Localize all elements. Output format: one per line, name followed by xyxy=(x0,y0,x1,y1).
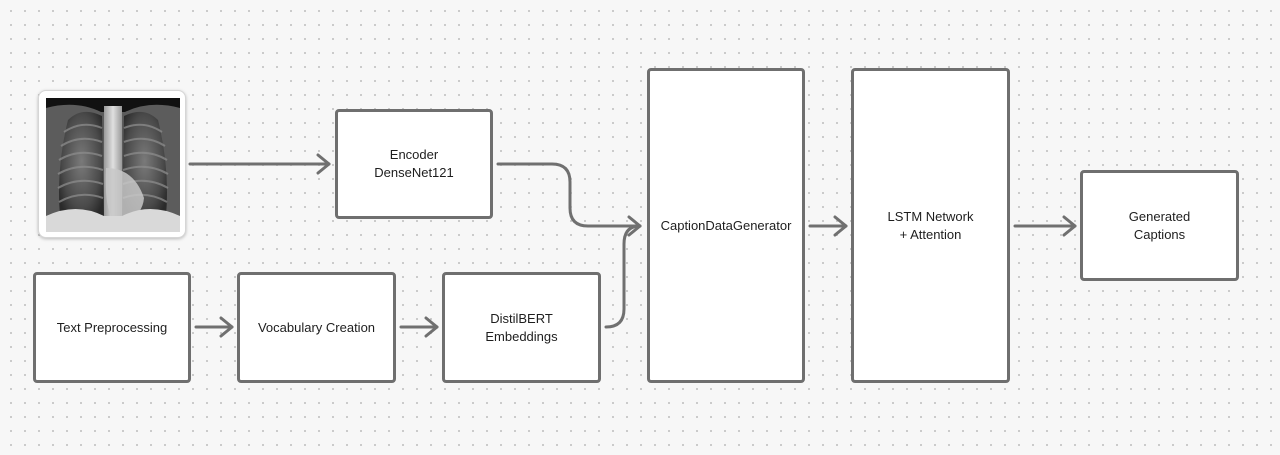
text-preprocessing-box: Text Preprocessing xyxy=(33,272,191,383)
arrowhead-lstm xyxy=(833,215,848,237)
arrowhead-distilbert xyxy=(424,316,439,338)
distilbert-label: DistilBERT Embeddings xyxy=(485,310,558,344)
lstm-box: LSTM Network + Attention xyxy=(851,68,1010,383)
chest-xray-image xyxy=(38,90,186,238)
vocabulary-creation-box: Vocabulary Creation xyxy=(237,272,396,383)
distilbert-box: DistilBERT Embeddings xyxy=(442,272,601,383)
generated-captions-box: Generated Captions xyxy=(1080,170,1239,281)
encoder-box: Encoder DenseNet121 xyxy=(335,109,493,219)
xray-icon xyxy=(46,98,180,232)
arrowhead-captions xyxy=(1062,215,1077,237)
caption-data-generator-label: CaptionDataGenerator xyxy=(660,217,792,233)
arrowhead-vocab xyxy=(219,316,234,338)
vocabulary-creation-label: Vocabulary Creation xyxy=(257,319,376,335)
arrow-distilbert-to-caption xyxy=(604,224,642,329)
generated-captions-label: Generated Captions xyxy=(1128,208,1191,242)
arrowhead-encoder xyxy=(316,153,331,175)
caption-data-generator-box: CaptionDataGenerator xyxy=(647,68,805,383)
text-preprocessing-label: Text Preprocessing xyxy=(56,319,168,335)
encoder-label: Encoder DenseNet121 xyxy=(374,147,454,180)
lstm-label: LSTM Network + Attention xyxy=(887,208,974,242)
arrow-encoder-to-caption xyxy=(496,162,642,228)
